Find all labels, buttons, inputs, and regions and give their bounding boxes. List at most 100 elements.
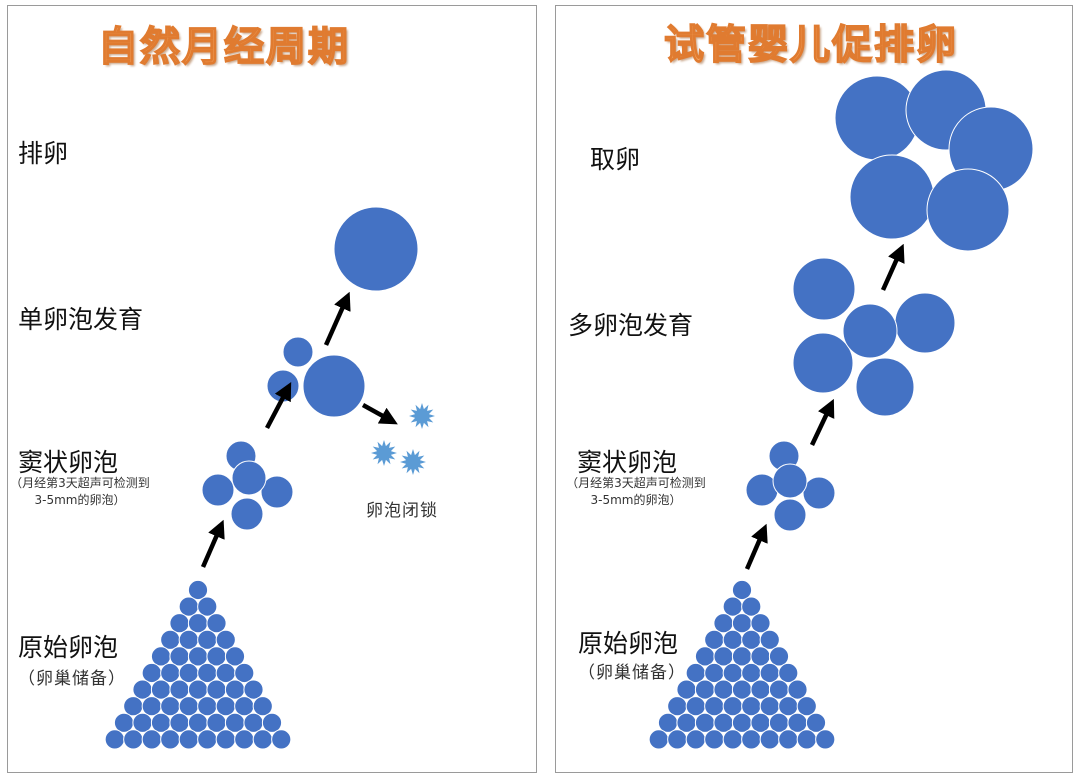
label-primordial: 原始卵泡 bbox=[18, 633, 119, 662]
developing-follicle bbox=[842, 303, 898, 359]
primordial-follicle bbox=[243, 712, 264, 733]
primordial-follicle bbox=[215, 662, 236, 684]
arrow-icon bbox=[744, 523, 768, 570]
primordial-follicle bbox=[685, 729, 706, 750]
primordial-follicle bbox=[750, 646, 771, 667]
primordial-follicle bbox=[169, 613, 190, 634]
primordial-follicle bbox=[160, 662, 181, 684]
primordial-follicle bbox=[187, 613, 209, 634]
primordial-follicle bbox=[815, 729, 836, 750]
arrow-icon bbox=[265, 382, 292, 430]
primordial-follicle bbox=[778, 662, 799, 684]
antral-note-right-line1: （月经第3天超声可检测到 bbox=[566, 476, 706, 490]
antral-follicle bbox=[773, 498, 807, 532]
arrow-icon bbox=[323, 291, 351, 346]
primordial-follicle bbox=[169, 646, 190, 667]
left-title: 自然月经周期 bbox=[97, 23, 350, 71]
antral-note-right: （月经第3天超声可检测到 3-5mm的卵泡） bbox=[556, 475, 716, 509]
antral-follicle bbox=[231, 460, 267, 496]
developing-follicle bbox=[302, 354, 366, 418]
primordial-follicle bbox=[113, 712, 135, 733]
antral-note-line1: （月经第3天超声可检测到 bbox=[10, 476, 150, 490]
primordial-follicle bbox=[778, 696, 799, 717]
primordial-follicle bbox=[667, 729, 688, 750]
primordial-follicle bbox=[768, 646, 790, 667]
antral-note: （月经第3天超声可检测到 3-5mm的卵泡） bbox=[0, 475, 160, 509]
label-reserve: （卵巢储备） bbox=[18, 669, 126, 689]
primordial-follicle bbox=[141, 729, 162, 750]
primordial-follicle bbox=[224, 679, 246, 700]
primordial-follicle bbox=[234, 729, 255, 750]
primordial-follicle bbox=[150, 679, 172, 700]
primordial-follicle bbox=[271, 729, 292, 750]
primordial-follicle bbox=[123, 729, 144, 750]
label-multi-development: 多卵泡发育 bbox=[568, 311, 694, 340]
label-retrieval: 取卵 bbox=[590, 145, 641, 174]
primordial-follicle bbox=[731, 646, 753, 667]
primordial-follicle bbox=[768, 679, 790, 700]
primordial-follicle bbox=[750, 679, 771, 700]
primordial-follicle bbox=[648, 729, 669, 750]
label-atresia: 卵泡闭锁 bbox=[366, 501, 438, 521]
primordial-follicle bbox=[694, 679, 716, 700]
primordial-follicle bbox=[197, 696, 218, 717]
arrow-icon bbox=[361, 403, 398, 425]
developing-follicle bbox=[792, 332, 854, 394]
primordial-follicle bbox=[694, 646, 716, 667]
antral-note-line2: 3-5mm的卵泡） bbox=[34, 493, 126, 507]
primordial-follicle bbox=[750, 613, 771, 634]
primordial-follicle bbox=[234, 662, 255, 684]
primordial-follicle bbox=[778, 729, 799, 750]
primordial-follicle bbox=[676, 712, 697, 733]
primordial-follicle bbox=[731, 613, 753, 634]
primordial-follicle bbox=[731, 579, 753, 601]
primordial-follicle bbox=[685, 696, 706, 717]
primordial-follicle bbox=[261, 712, 283, 733]
primordial-follicle bbox=[243, 679, 264, 700]
antral-note-right-line2: 3-5mm的卵泡） bbox=[590, 493, 682, 507]
primordial-follicle bbox=[252, 729, 273, 750]
arrow-icon bbox=[200, 519, 225, 568]
primordial-follicle bbox=[206, 613, 227, 634]
primordial-follicle bbox=[187, 712, 209, 733]
label-antral: 窦状卵泡 bbox=[18, 448, 119, 477]
developing-follicle bbox=[282, 336, 314, 368]
primordial-follicle bbox=[187, 646, 209, 667]
primordial-follicle bbox=[722, 596, 743, 617]
primordial-follicle bbox=[187, 579, 209, 601]
primordial-follicle bbox=[197, 729, 218, 750]
primordial-follicle bbox=[722, 729, 743, 750]
primordial-follicle bbox=[731, 679, 753, 700]
right-title: 试管婴儿促排卵 bbox=[663, 21, 958, 69]
primordial-follicle bbox=[178, 662, 199, 684]
atretic-follicle-icon bbox=[400, 449, 426, 475]
primordial-follicle bbox=[197, 629, 218, 650]
mature-follicle bbox=[926, 168, 1010, 252]
primordial-follicle bbox=[722, 662, 743, 684]
primordial-follicle bbox=[722, 629, 743, 650]
primordial-follicle bbox=[224, 712, 246, 733]
primordial-follicle bbox=[132, 679, 153, 700]
primordial-follicle bbox=[685, 662, 706, 684]
primordial-follicle bbox=[206, 712, 227, 733]
primordial-follicle bbox=[796, 729, 817, 750]
primordial-follicle bbox=[150, 646, 172, 667]
primordial-follicle bbox=[178, 596, 199, 617]
primordial-follicle bbox=[704, 729, 725, 750]
primordial-follicle bbox=[178, 696, 199, 717]
primordial-follicle bbox=[215, 729, 236, 750]
primordial-follicle bbox=[731, 712, 753, 733]
primordial-follicle bbox=[197, 662, 218, 684]
primordial-follicle bbox=[704, 629, 725, 650]
primordial-follicle bbox=[197, 596, 218, 617]
primordial-follicle bbox=[741, 662, 762, 684]
primordial-follicle bbox=[722, 696, 743, 717]
primordial-follicle bbox=[178, 629, 199, 650]
label-primordial-right: 原始卵泡 bbox=[578, 629, 679, 658]
primordial-follicle bbox=[741, 596, 762, 617]
primordial-follicle bbox=[713, 646, 734, 667]
mature-follicle bbox=[849, 154, 935, 240]
developing-follicle bbox=[855, 357, 915, 417]
primordial-follicle bbox=[215, 696, 236, 717]
